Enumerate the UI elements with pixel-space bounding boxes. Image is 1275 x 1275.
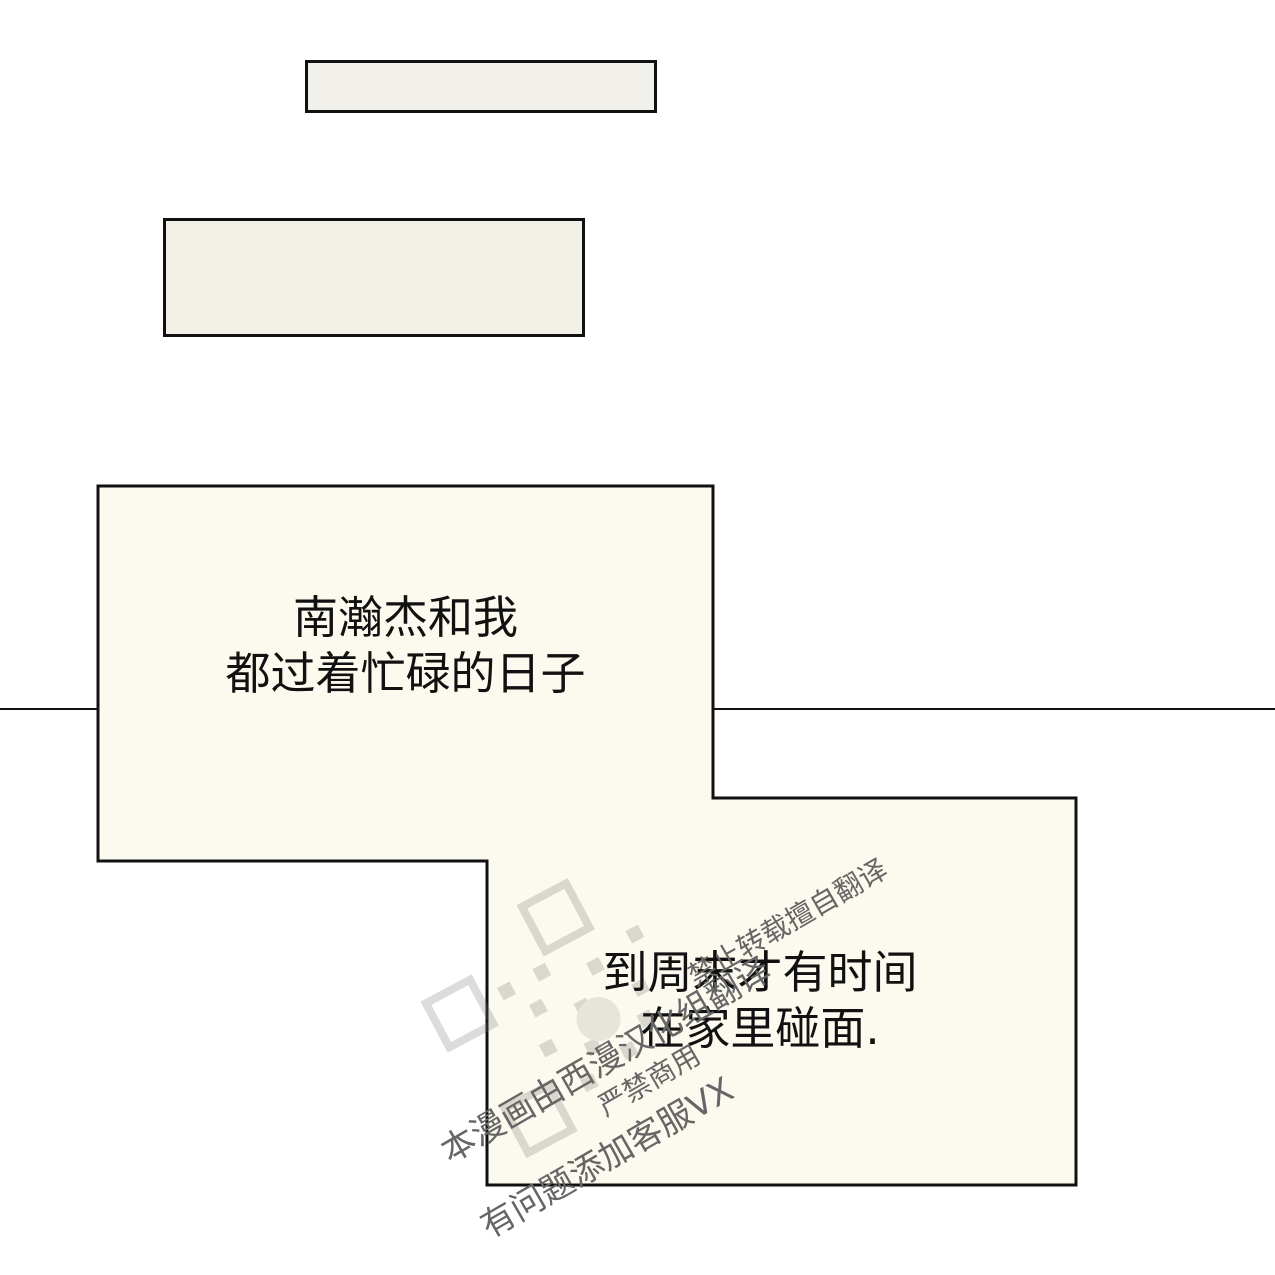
caption-second: 到周末才有时间 在家里碰面. xyxy=(602,946,918,1055)
empty-caption-box-top xyxy=(305,60,657,113)
caption-first: 南瀚杰和我 都过着忙碌的日子 xyxy=(225,591,586,700)
empty-caption-box-middle xyxy=(163,218,585,337)
